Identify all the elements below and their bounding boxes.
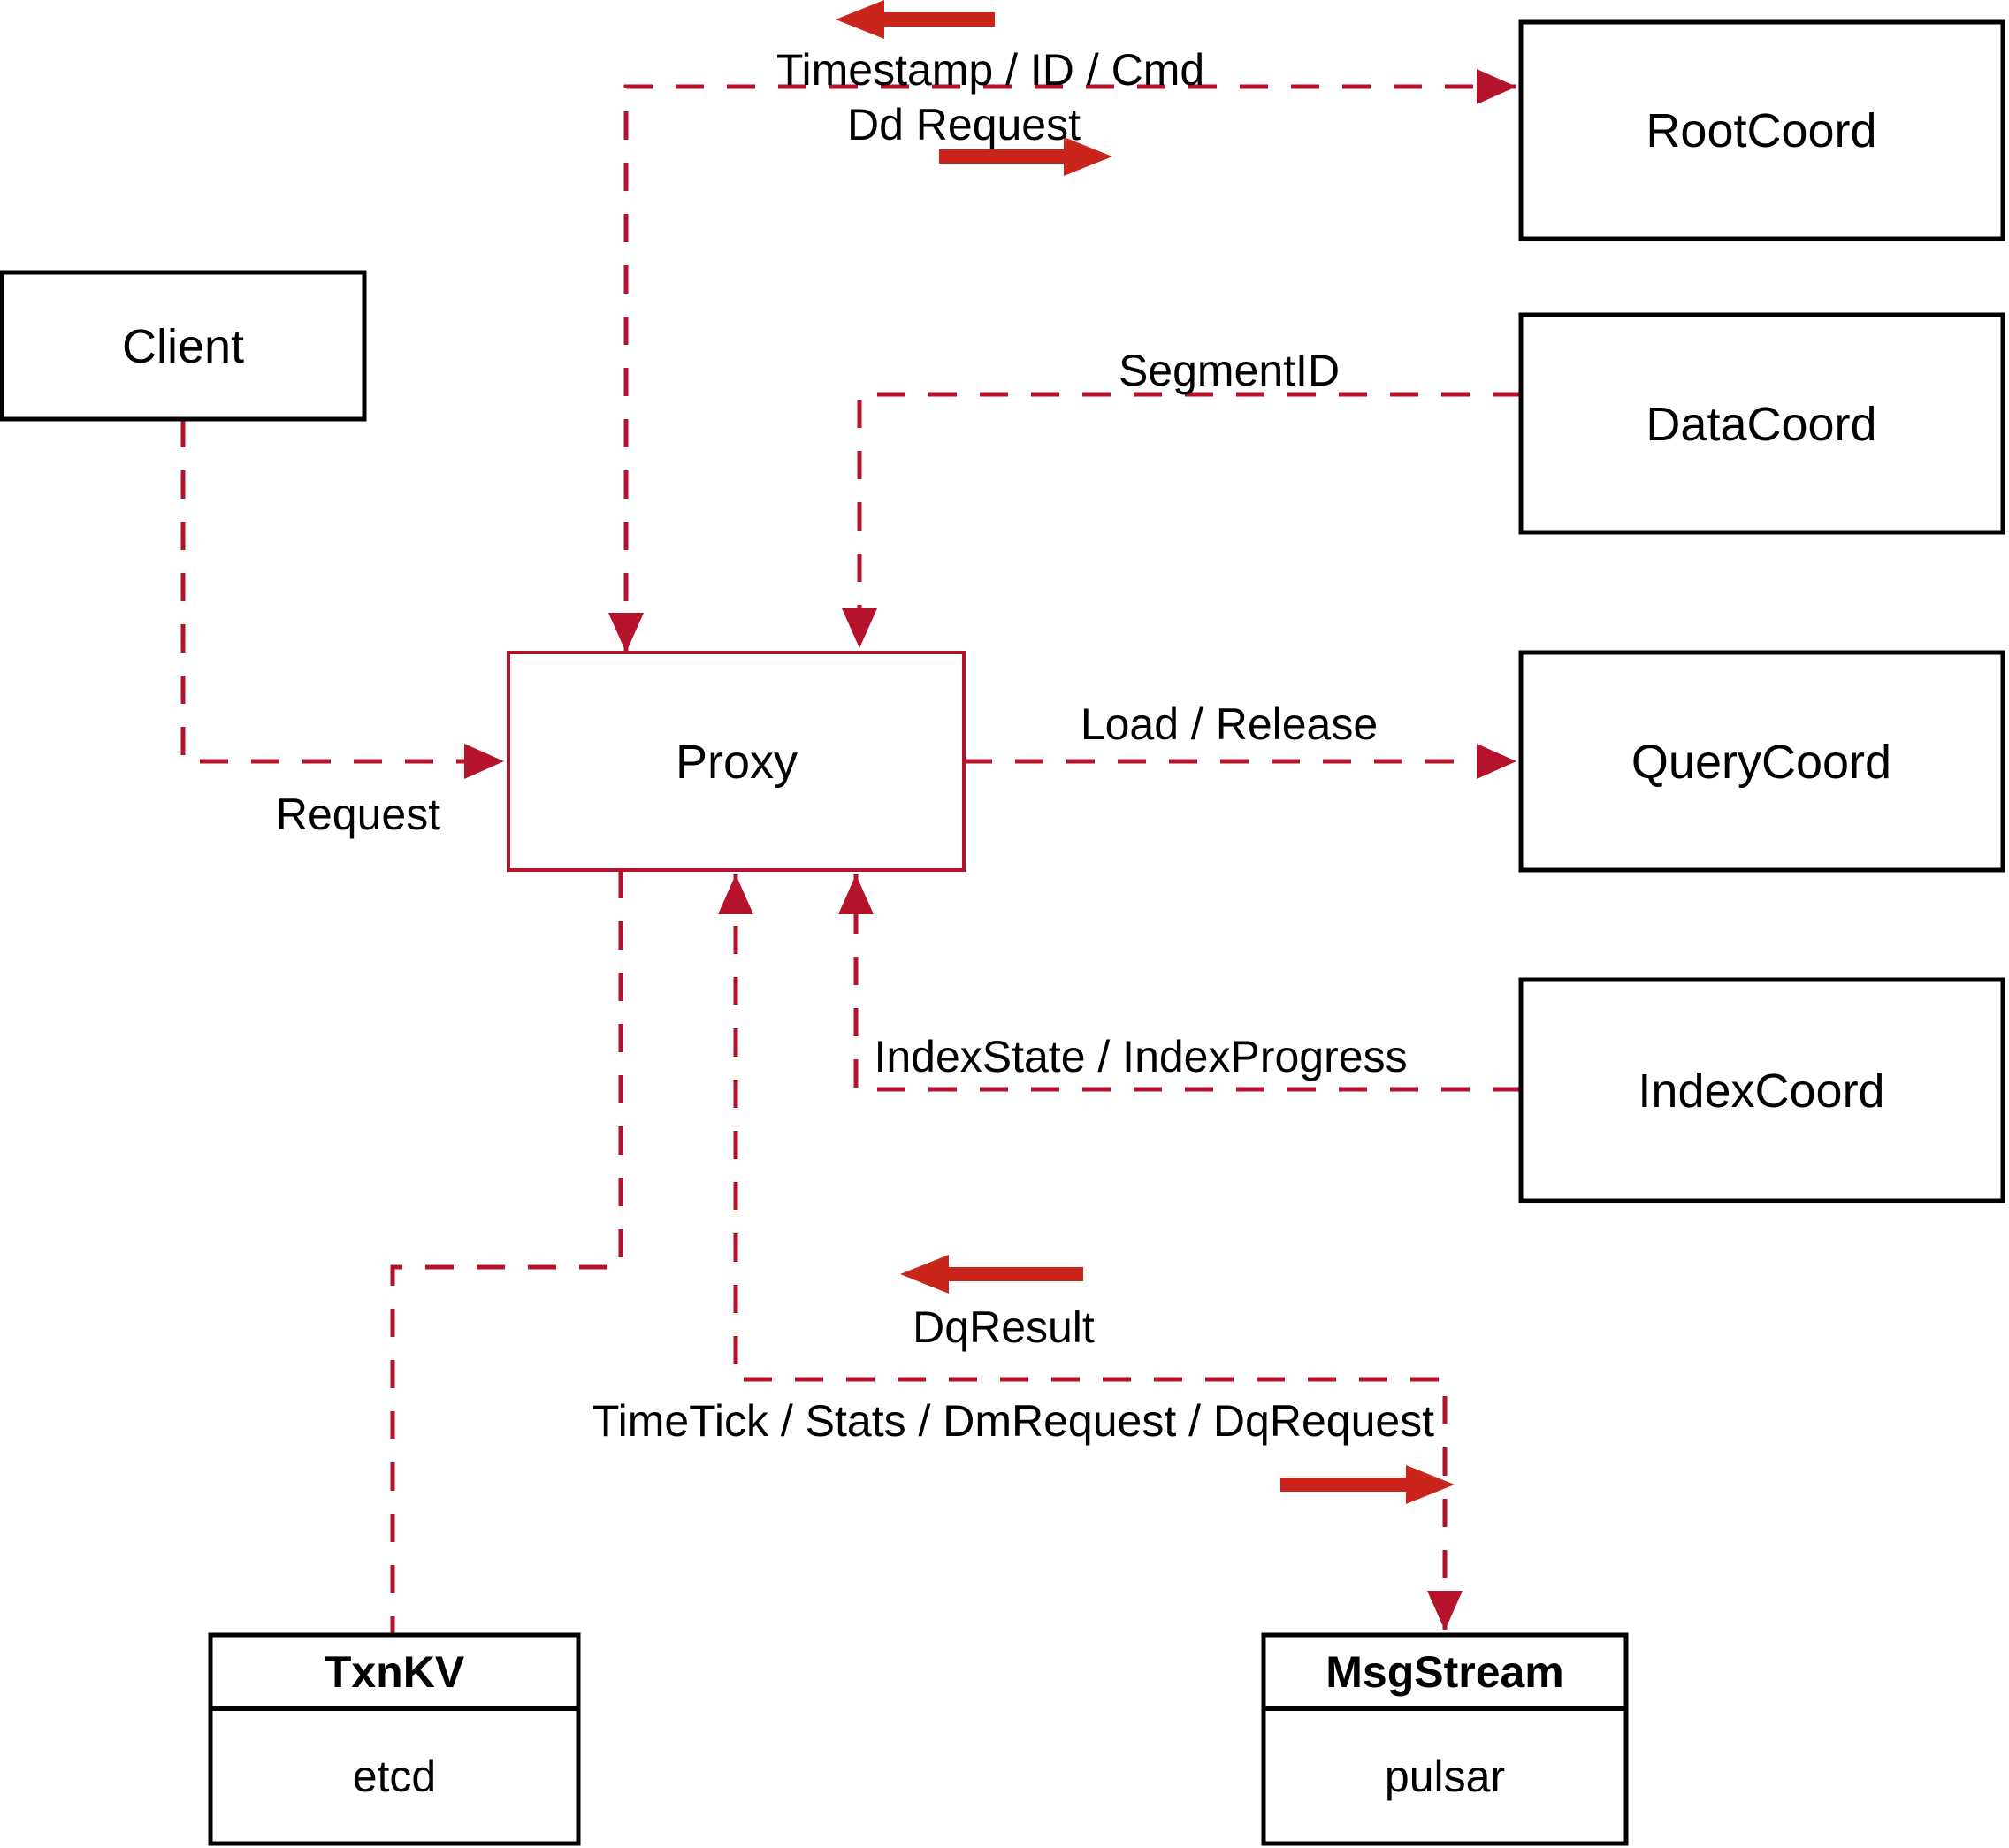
rootcoord-node xyxy=(1518,19,2005,241)
edge-datacoord-to-proxy xyxy=(842,392,1521,648)
edge-label-timestamp: Timestamp / ID / Cmd xyxy=(776,45,1204,95)
txnkv-node xyxy=(208,1632,581,1846)
querycoord-node xyxy=(1518,650,2005,873)
txnkv-node-subtitle: etcd xyxy=(353,1752,437,1801)
indexcoord-node-label: IndexCoord xyxy=(1638,1065,1884,1118)
direction-arrow-right-timetick-icon xyxy=(1280,1465,1455,1504)
direction-arrow-right-dd-request-icon xyxy=(939,137,1112,176)
edge-label-time-tick: TimeTick / Stats / DmRequest / DqRequest xyxy=(592,1396,1434,1446)
edge-client-to-proxy xyxy=(180,419,504,779)
client-node-label: Client xyxy=(122,320,244,373)
querycoord-node-label: QueryCoord xyxy=(1631,736,1891,789)
edge-proxy-msgstream xyxy=(718,874,1463,1630)
indexcoord-node xyxy=(1518,977,2005,1203)
direction-arrow-left-timestamp-icon xyxy=(836,0,995,39)
msgstream-node xyxy=(1261,1632,1629,1846)
proxy-node xyxy=(507,651,966,872)
edge-label-request: Request xyxy=(276,790,440,839)
msgstream-node-subtitle: pulsar xyxy=(1385,1752,1505,1801)
edge-label-dd-request: Dd Request xyxy=(847,100,1081,149)
datacoord-node xyxy=(1518,312,2005,535)
txnkv-node-title: TxnKV xyxy=(325,1647,465,1697)
proxy-node-label: Proxy xyxy=(676,736,798,789)
edge-proxy-txnkv xyxy=(390,870,623,1635)
rootcoord-node-label: RootCoord xyxy=(1646,104,1876,157)
edge-label-segment-id: SegmentID xyxy=(1119,346,1340,395)
msgstream-node-title: MsgStream xyxy=(1325,1647,1564,1697)
direction-arrow-left-dqresult-icon xyxy=(900,1255,1083,1294)
client-node xyxy=(0,270,367,422)
datacoord-node-label: DataCoord xyxy=(1646,398,1876,451)
edge-label-dq-result: DqResult xyxy=(913,1302,1095,1352)
edge-label-index-state: IndexState / IndexProgress xyxy=(874,1032,1407,1081)
edge-label-load-release: Load / Release xyxy=(1081,699,1378,749)
edge-proxy-rootcoord xyxy=(608,69,1516,653)
